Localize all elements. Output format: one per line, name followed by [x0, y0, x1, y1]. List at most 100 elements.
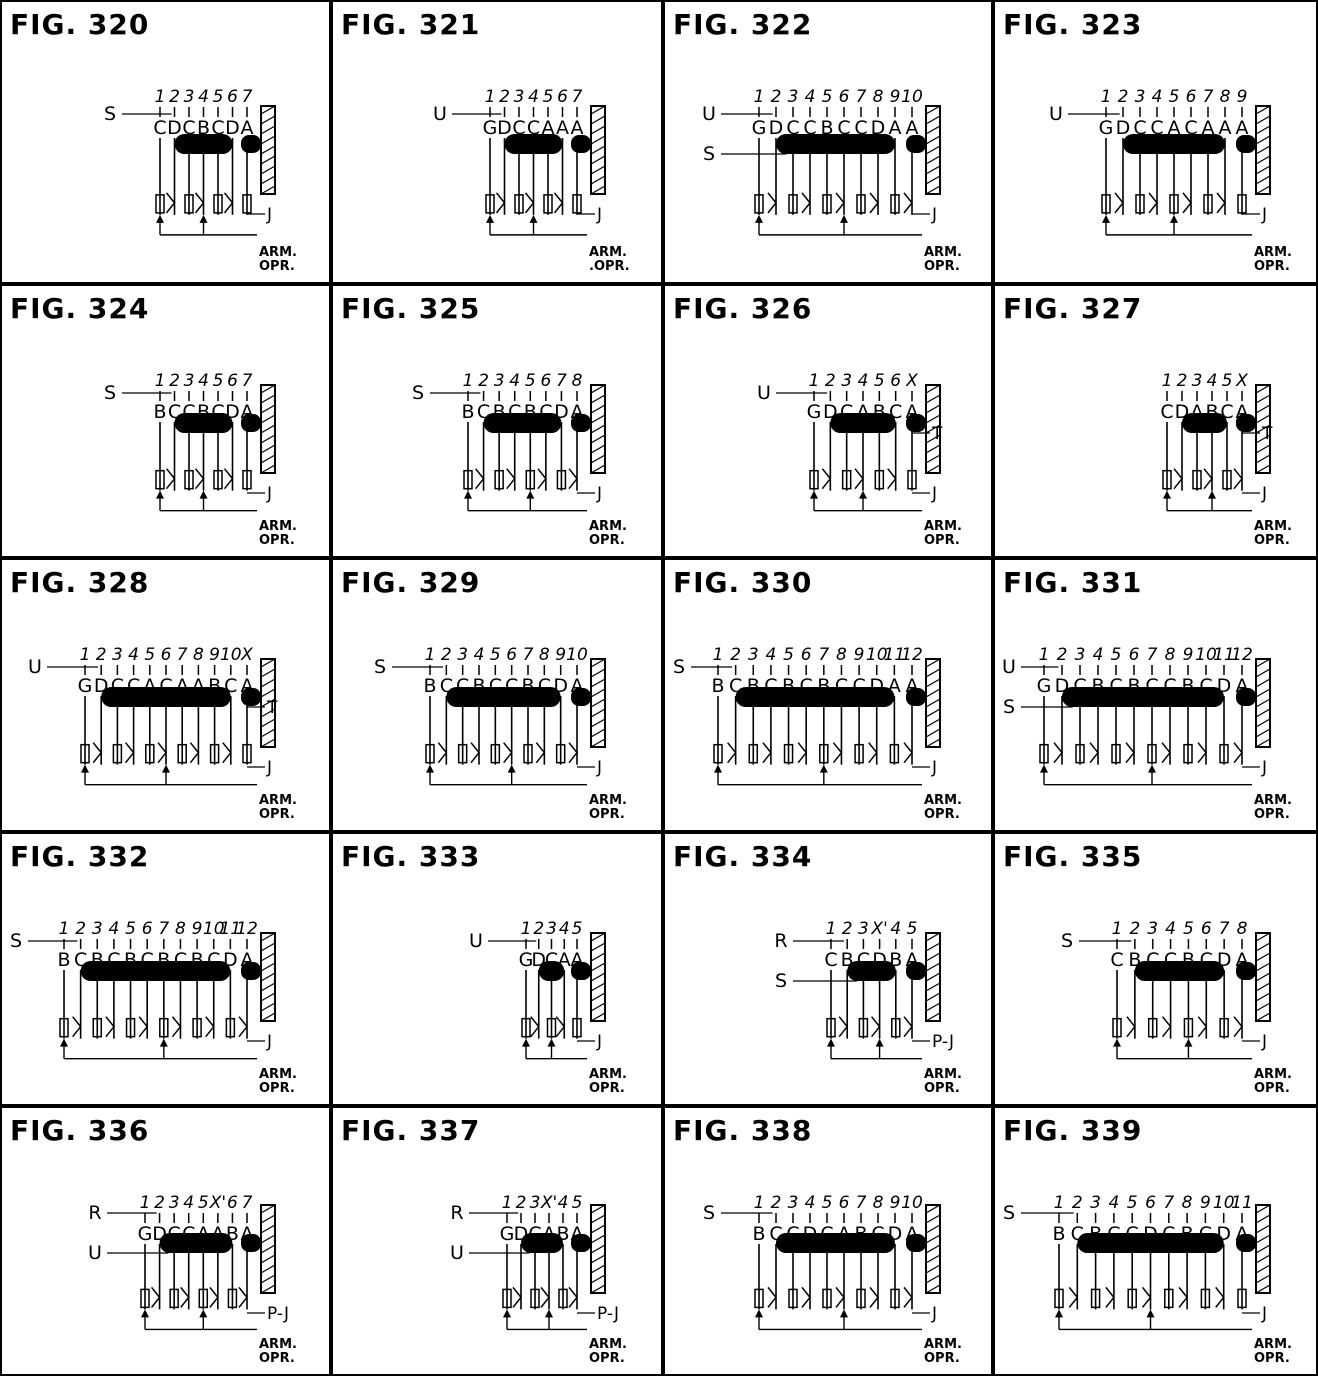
contact-spring: [165, 192, 176, 214]
spring-letter: C: [182, 401, 195, 423]
spring-number: 1: [463, 371, 474, 391]
contact-spring: [838, 1016, 849, 1038]
spring-number: 9: [854, 645, 865, 665]
contact-block: [1054, 1288, 1064, 1309]
spring-number: 5: [198, 1193, 209, 1213]
spring-letter: C: [1146, 949, 1159, 971]
figure-title: FIG. 321: [341, 8, 481, 41]
arm-label: ARM.: [924, 245, 962, 260]
armature-stub: [906, 135, 926, 153]
spring-letter: D: [531, 949, 546, 971]
spring-number: 11: [1213, 645, 1235, 665]
contact-spring: [209, 1286, 219, 1308]
contact-spring: [157, 742, 167, 764]
callout-label: P-J: [597, 1304, 619, 1324]
contact-spring: [801, 192, 811, 214]
contact-spring: [1068, 1286, 1079, 1308]
contact-block: [822, 194, 832, 214]
contact-block: [1200, 1288, 1211, 1309]
spring-number: 4: [805, 1193, 816, 1213]
spring-letter: A: [543, 1223, 556, 1245]
callout-label: U: [433, 103, 447, 125]
spring-number: 10: [901, 1193, 923, 1213]
contact-block: [754, 194, 764, 214]
spring-letter: C: [539, 401, 552, 423]
contact-block: [1164, 1288, 1174, 1309]
contact-spring: [223, 192, 234, 214]
contact-spring: [1148, 192, 1158, 214]
contact-block: [788, 1288, 798, 1309]
spring-letter: B: [889, 949, 902, 971]
contact-spring: [125, 742, 135, 764]
spring-letter: A: [571, 949, 584, 971]
contact-block: [748, 743, 759, 764]
contact-block: [874, 469, 885, 490]
arrow-icon: [875, 1038, 884, 1047]
opr-label: OPR.: [259, 259, 295, 274]
armature-stub: [1236, 688, 1256, 706]
spring-number: X': [540, 1193, 557, 1213]
contact-spring: [470, 742, 480, 764]
spring-number: X: [905, 371, 918, 391]
spring-letter: C: [1107, 1223, 1120, 1245]
spring-letter: A: [1236, 949, 1249, 971]
spring-letter: A: [906, 401, 919, 423]
spring-number: 4: [128, 645, 139, 665]
spring-number: 8: [175, 919, 186, 939]
callout-label: J: [266, 758, 272, 778]
spring-number: 1: [1162, 371, 1173, 391]
spring-letter: C: [852, 675, 865, 697]
contact-block: [514, 194, 524, 214]
spring-letter: G: [1099, 117, 1114, 139]
callout-label: S: [1003, 1202, 1015, 1224]
contact-spring: [887, 468, 897, 490]
callout-label: J: [596, 758, 602, 778]
spring-number: 6: [506, 645, 517, 665]
contact-block: [169, 1288, 179, 1309]
spring-number: 4: [765, 645, 776, 665]
contact-block: [198, 1288, 209, 1309]
callout-label: J: [266, 484, 272, 504]
armature-stub: [571, 1234, 591, 1252]
spring-number: 7: [856, 87, 867, 107]
callout-label: P-J: [932, 1032, 954, 1052]
callout-label: S: [703, 1202, 715, 1224]
spring-number: 5: [490, 645, 501, 665]
spring-number: 6: [227, 87, 238, 107]
callout-label: S: [10, 930, 22, 952]
spring-letter: C: [107, 949, 120, 971]
spring-number: 12: [236, 919, 258, 939]
spring-letter: C: [505, 675, 518, 697]
contact-block: [543, 194, 553, 214]
contact-block: [907, 469, 917, 490]
callout-label: R: [88, 1202, 101, 1224]
spring-number: 1: [140, 1193, 151, 1213]
spring-letter: D: [225, 117, 240, 139]
spring-number: 3: [457, 645, 468, 665]
arm-label: ARM.: [259, 1337, 297, 1352]
arrow-icon: [60, 1038, 68, 1047]
spring-number: 1: [425, 645, 436, 665]
contact-block: [242, 469, 252, 490]
callout-label: T: [266, 698, 278, 718]
wall-hatch: [1255, 105, 1271, 195]
spring-number: 5: [1111, 645, 1122, 665]
spring-number: 3: [184, 87, 195, 107]
spring-number: 5: [783, 645, 794, 665]
opr-label: OPR.: [589, 533, 625, 548]
opr-label: OPR.: [1254, 259, 1290, 274]
spring-letter: B: [423, 675, 436, 697]
spring-number: 5: [213, 87, 224, 107]
spring-number: 9: [890, 1193, 901, 1213]
spring-number: 10: [1213, 1193, 1235, 1213]
contact-block: [1183, 743, 1193, 764]
